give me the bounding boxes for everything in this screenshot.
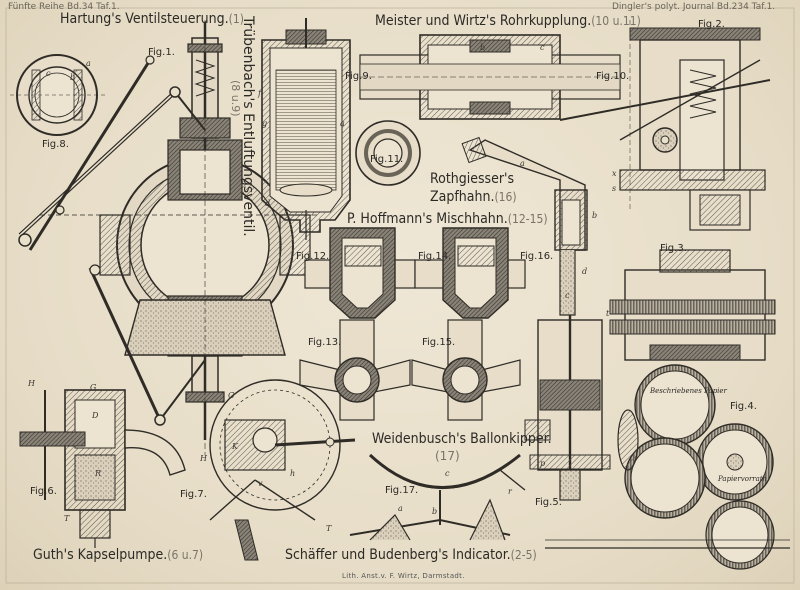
letter-c-fig17: c	[445, 469, 450, 478]
letter-H: H	[28, 379, 35, 388]
fig6-capsule-pump-section	[19, 389, 186, 548]
fig-label-15: Fig.15.	[422, 337, 456, 348]
letter-G: G	[90, 383, 97, 392]
letter-h: h	[290, 469, 296, 478]
letter-G-fig7: G	[228, 391, 235, 400]
fig-label-14: Fig.14.	[418, 251, 452, 262]
paper-written-label: Beschriebenes Papier	[650, 387, 727, 395]
fig5-indicator-cylinder	[524, 315, 611, 501]
fig-label-2: Fig.2.	[698, 19, 725, 30]
letter-c-fig16: c	[565, 291, 570, 300]
fig-label-12: Fig.12.	[296, 251, 330, 262]
letter-g: g	[262, 119, 268, 128]
title-hartung: Hartung's Ventilsteuerung.(1)	[60, 11, 244, 27]
letter-K: K	[232, 442, 238, 451]
series-header: Fünfte Reihe Bd.34 Taf.1.	[8, 2, 120, 12]
fig7-pump-rotor	[209, 379, 356, 561]
fig17-balloon-tipper	[349, 453, 526, 541]
journal-header: Dingler's polyt. Journal Bd.234 Taf.1.	[612, 2, 776, 12]
fig-label-5: Fig.5.	[535, 497, 562, 508]
fig-label-4: Fig.4.	[730, 401, 757, 412]
fig-label-9: Fig.9.	[345, 71, 372, 82]
title-rothgiesser-line1: Rothgiesser's	[430, 171, 515, 187]
letter-b: b	[70, 73, 76, 82]
fig11-coupling-ring	[355, 120, 421, 186]
printer-credit: Lith. Anst.v. F. Wirtz, Darmstadt.	[342, 572, 465, 580]
fig16-draw-tap	[461, 136, 588, 316]
letter-v: v	[258, 479, 263, 488]
fig-label-8: Fig.8.	[42, 139, 69, 150]
letter-d-fig16: d	[582, 267, 588, 276]
fig-label-16: Fig.16.	[520, 251, 554, 262]
letter-D: D	[92, 411, 99, 420]
letter-a-fig9: a	[340, 119, 345, 128]
fig15-three-way-valve	[411, 319, 521, 421]
letter-H-fig7: H	[200, 454, 207, 463]
fig-label-7: Fig.7.	[180, 489, 207, 500]
fig3-paper-drum	[609, 249, 776, 361]
fig8-ring-section	[10, 54, 105, 136]
letter-c-fig10: c	[540, 43, 545, 52]
fig-label-6: Fig.6.	[30, 486, 57, 497]
fig12-mixing-valve	[304, 227, 416, 319]
letter-p: p	[540, 459, 546, 468]
title-hoffmann: P. Hoffmann's Mischhahn.(12-15)	[347, 211, 548, 227]
title-guth: Guth's Kapselpumpe.(6 u.7)	[33, 547, 204, 563]
title-truebenbach-number: (8 u.9)	[229, 80, 242, 117]
letter-t: t	[606, 309, 610, 318]
paper-supply-label: Papiervorrath	[718, 475, 768, 483]
letter-c: c	[46, 69, 51, 78]
title-meister-wirtz: Meister und Wirtz's Rohrkupplung.(10 u.1…	[375, 13, 641, 29]
letter-b-fig10: b	[480, 43, 486, 52]
letter-s: s	[612, 184, 617, 193]
fig10-pipe-coupling	[359, 34, 621, 120]
fig-label-17: Fig.17.	[385, 485, 419, 496]
letter-b-fig16: b	[592, 211, 598, 220]
fig4-gear-train	[545, 364, 790, 570]
title-weidenbusch: Weidenbusch's Ballonkipper.	[372, 431, 552, 447]
letter-x: x	[612, 169, 617, 178]
letter-a-fig17: a	[398, 504, 403, 513]
fig-label-3: Fig.3.	[660, 243, 687, 254]
letter-T-fig7: T	[326, 524, 332, 533]
letter-r: r	[508, 487, 512, 496]
fig14-mixing-valve	[414, 227, 526, 319]
title-weidenbusch-number: (17)	[435, 449, 460, 463]
title-schaeffer-budenberg: Schäffer und Budenberg's Indicator.(2-5)	[285, 547, 537, 563]
letter-a-fig16: a	[520, 159, 525, 168]
letter-d: d	[265, 199, 271, 208]
fig13-three-way-valve	[299, 319, 411, 421]
fig-label-11: Fig.11.	[370, 154, 404, 165]
fig-label-13: Fig.13.	[308, 337, 342, 348]
letter-a: a	[86, 59, 91, 68]
fig-label-10: Fig.10.	[596, 71, 630, 82]
letter-f: f	[258, 89, 261, 98]
fig9-venting-valve-vessel	[261, 18, 351, 240]
letter-b-fig17: b	[432, 507, 438, 516]
fig2-indicator-mechanism	[559, 20, 771, 231]
letter-T: T	[64, 514, 70, 523]
fig1-hartung-valve-gear	[18, 20, 320, 455]
title-rothgiesser-line2: Zapfhahn.(16)	[430, 189, 517, 205]
title-truebenbach: Trübenbach's Entluftungsventil.	[240, 16, 256, 237]
fig-label-1: Fig.1.	[148, 47, 175, 58]
letter-R: R	[95, 469, 102, 478]
